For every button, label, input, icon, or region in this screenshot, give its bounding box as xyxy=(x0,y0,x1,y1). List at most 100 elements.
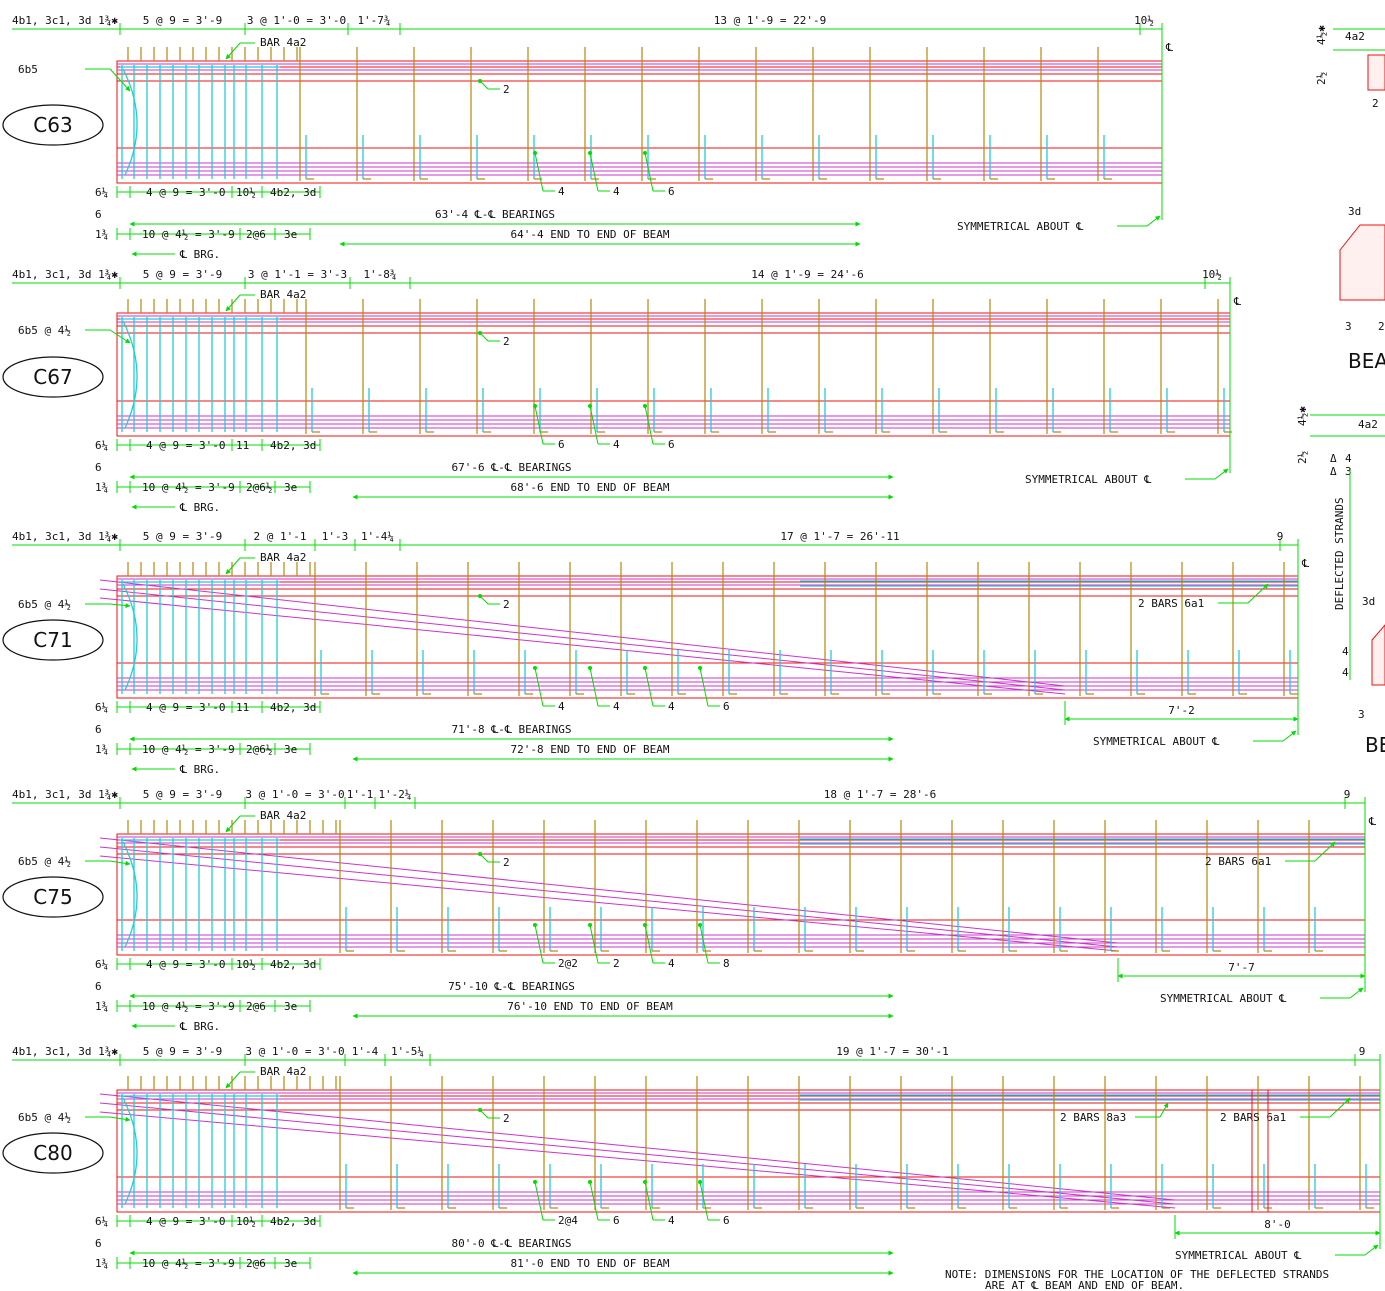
row3-text: 10 @ 4½ = 3'-9 xyxy=(142,228,235,241)
b5-hook-bar xyxy=(122,1097,138,1205)
end-to-end-label: 64'-4 END TO END OF BEAM xyxy=(511,228,670,241)
bottom-dimension-text: 11 xyxy=(236,701,249,714)
top-left-bars-label: 4b1, 3c1, 3d 1¾✱ xyxy=(12,788,118,801)
mark-dot xyxy=(643,923,647,927)
row3-text: 2@6½ xyxy=(246,743,273,756)
panel-dim: 4 xyxy=(1342,645,1349,658)
stirrup-mark-label: 2@4 xyxy=(558,1214,578,1227)
mark-dot xyxy=(588,666,592,670)
note-line-1: NOTE: DIMENSIONS FOR THE LOCATION OF THE… xyxy=(945,1268,1329,1281)
stirrup-mark-label: 2 xyxy=(503,856,510,869)
top-dimension-text: 5 @ 9 = 3'-9 xyxy=(143,530,222,543)
quarter-label: 1¾ xyxy=(95,481,108,494)
six-label: 6 xyxy=(95,723,102,736)
bottom-dimension-text: 4 @ 9 = 3'-0 xyxy=(146,1215,225,1228)
bottom-dimension-text: 4 @ 9 = 3'-0 xyxy=(146,186,225,199)
top-dimension-text: 1'-4 xyxy=(352,1045,379,1058)
beam-label: C75 xyxy=(33,885,72,909)
stirrup-mark-label: 4 xyxy=(668,1214,675,1227)
mark-dot xyxy=(478,79,482,83)
bars-8a3-label: 2 BARS 8a3 xyxy=(1060,1111,1126,1124)
six-label: 6 xyxy=(95,1237,102,1250)
mark-dot xyxy=(643,404,647,408)
stirrup-mark-label: 6 xyxy=(723,1214,730,1227)
deflected-strand xyxy=(99,579,1066,687)
mark-dot xyxy=(698,1180,702,1184)
panel-label: 4a2 xyxy=(1345,30,1365,43)
bottom-dimension-text: 4b2, 3d xyxy=(270,439,316,452)
centerline-symbol: ℄ xyxy=(1368,815,1376,828)
quarter-label: 1¾ xyxy=(95,743,108,756)
mark-dot xyxy=(478,1108,482,1112)
deflected-strand xyxy=(99,1102,1176,1205)
six-label: 6 xyxy=(95,461,102,474)
symmetrical-dimension-text: 8'-0 xyxy=(1264,1218,1291,1231)
beam-outline xyxy=(116,575,1299,699)
beam-label: C80 xyxy=(33,1141,72,1165)
stirrup-mark-label: 2 xyxy=(503,1112,510,1125)
b5-hook-bar xyxy=(122,320,138,429)
bearings-label: 63'-4 ℄-℄ BEARINGS xyxy=(435,208,555,221)
mark-leader xyxy=(644,667,654,707)
mark-leader xyxy=(589,1181,599,1221)
mark-dot xyxy=(588,404,592,408)
beam-label-ellipse xyxy=(2,619,104,661)
mark-leader xyxy=(534,405,544,445)
bottom-dimension-text: 4b2, 3d xyxy=(270,1215,316,1228)
bottom-dimension-text: 6¼ xyxy=(95,701,108,714)
deflected-strand xyxy=(99,1111,1176,1209)
row3-text: 3e xyxy=(284,1257,297,1270)
beam-label-ellipse xyxy=(2,876,104,918)
bars-6a1-label: 2 BARS 6a1 xyxy=(1220,1111,1286,1124)
break-line xyxy=(1251,1090,1269,1212)
row3-text: 10 @ 4½ = 3'-9 xyxy=(142,481,235,494)
mark-leader xyxy=(534,1181,544,1221)
stirrup-mark-label: 6 xyxy=(668,438,675,451)
top-dimension-text: 9 xyxy=(1277,530,1284,543)
cl-bearing-label: ℄ BRG. xyxy=(179,1020,220,1033)
stirrup-mark-label: 4 xyxy=(613,185,620,198)
top-dimension-text: 1'-4¼ xyxy=(361,530,394,543)
section-title: BEA xyxy=(1348,349,1385,373)
beam-label: C67 xyxy=(33,365,72,389)
bar-4a2-label: BAR 4a2 xyxy=(260,551,306,564)
beam-outline xyxy=(116,60,1163,184)
bottom-dimension-text: 4b2, 3d xyxy=(270,186,316,199)
symmetrical-label: SYMMETRICAL ABOUT ℄ xyxy=(1160,992,1286,1005)
deflected-strand xyxy=(99,846,1119,948)
top-dimension-text: 14 @ 1'-9 = 24'-6 xyxy=(751,268,864,281)
top-dimension-text: 17 @ 1'-7 = 26'-11 xyxy=(780,530,899,543)
panel-dim: 3 xyxy=(1345,320,1352,333)
mark-leader xyxy=(589,667,599,707)
cl-bearing-label: ℄ BRG. xyxy=(179,248,220,261)
beam-label-ellipse xyxy=(2,104,104,146)
mark-leader xyxy=(534,667,544,707)
bottom-dimension-text: 4 @ 9 = 3'-0 xyxy=(146,701,225,714)
row3-text: 10 @ 4½ = 3'-9 xyxy=(142,1000,235,1013)
bottom-dimension-text: 4b2, 3d xyxy=(270,958,316,971)
b5-bar-label: 6b5 xyxy=(18,63,38,76)
end-to-end-label: 81'-0 END TO END OF BEAM xyxy=(511,1257,670,1270)
symmetrical-dimension-text: 7'-2 xyxy=(1168,704,1195,717)
panel-dim: 3 xyxy=(1358,708,1365,721)
bottom-dimension-text: 10½ xyxy=(236,958,256,971)
panel-dim: 2 xyxy=(1372,97,1379,110)
beam-outline xyxy=(116,312,1231,437)
panel-dim: 2½ xyxy=(1315,72,1328,85)
quarter-label: 1¾ xyxy=(95,1000,108,1013)
top-left-bars-label: 4b1, 3c1, 3d 1¾✱ xyxy=(12,268,118,281)
panel-dim: 4½✱ xyxy=(1296,406,1309,426)
six-label: 6 xyxy=(95,980,102,993)
top-dimension-text: 18 @ 1'-7 = 28'-6 xyxy=(824,788,937,801)
top-left-bars-label: 4b1, 3c1, 3d 1¾✱ xyxy=(12,530,118,543)
symmetrical-leader xyxy=(1364,1244,1379,1256)
bearings-label: 71'-8 ℄-℄ BEARINGS xyxy=(451,723,571,736)
section-shape xyxy=(1371,624,1385,686)
deflected-strand xyxy=(99,855,1119,952)
panel-dim: 2 xyxy=(1378,320,1385,333)
bar-4a2-label: BAR 4a2 xyxy=(260,36,306,49)
bearings-label: 80'-0 ℄-℄ BEARINGS xyxy=(451,1237,571,1250)
